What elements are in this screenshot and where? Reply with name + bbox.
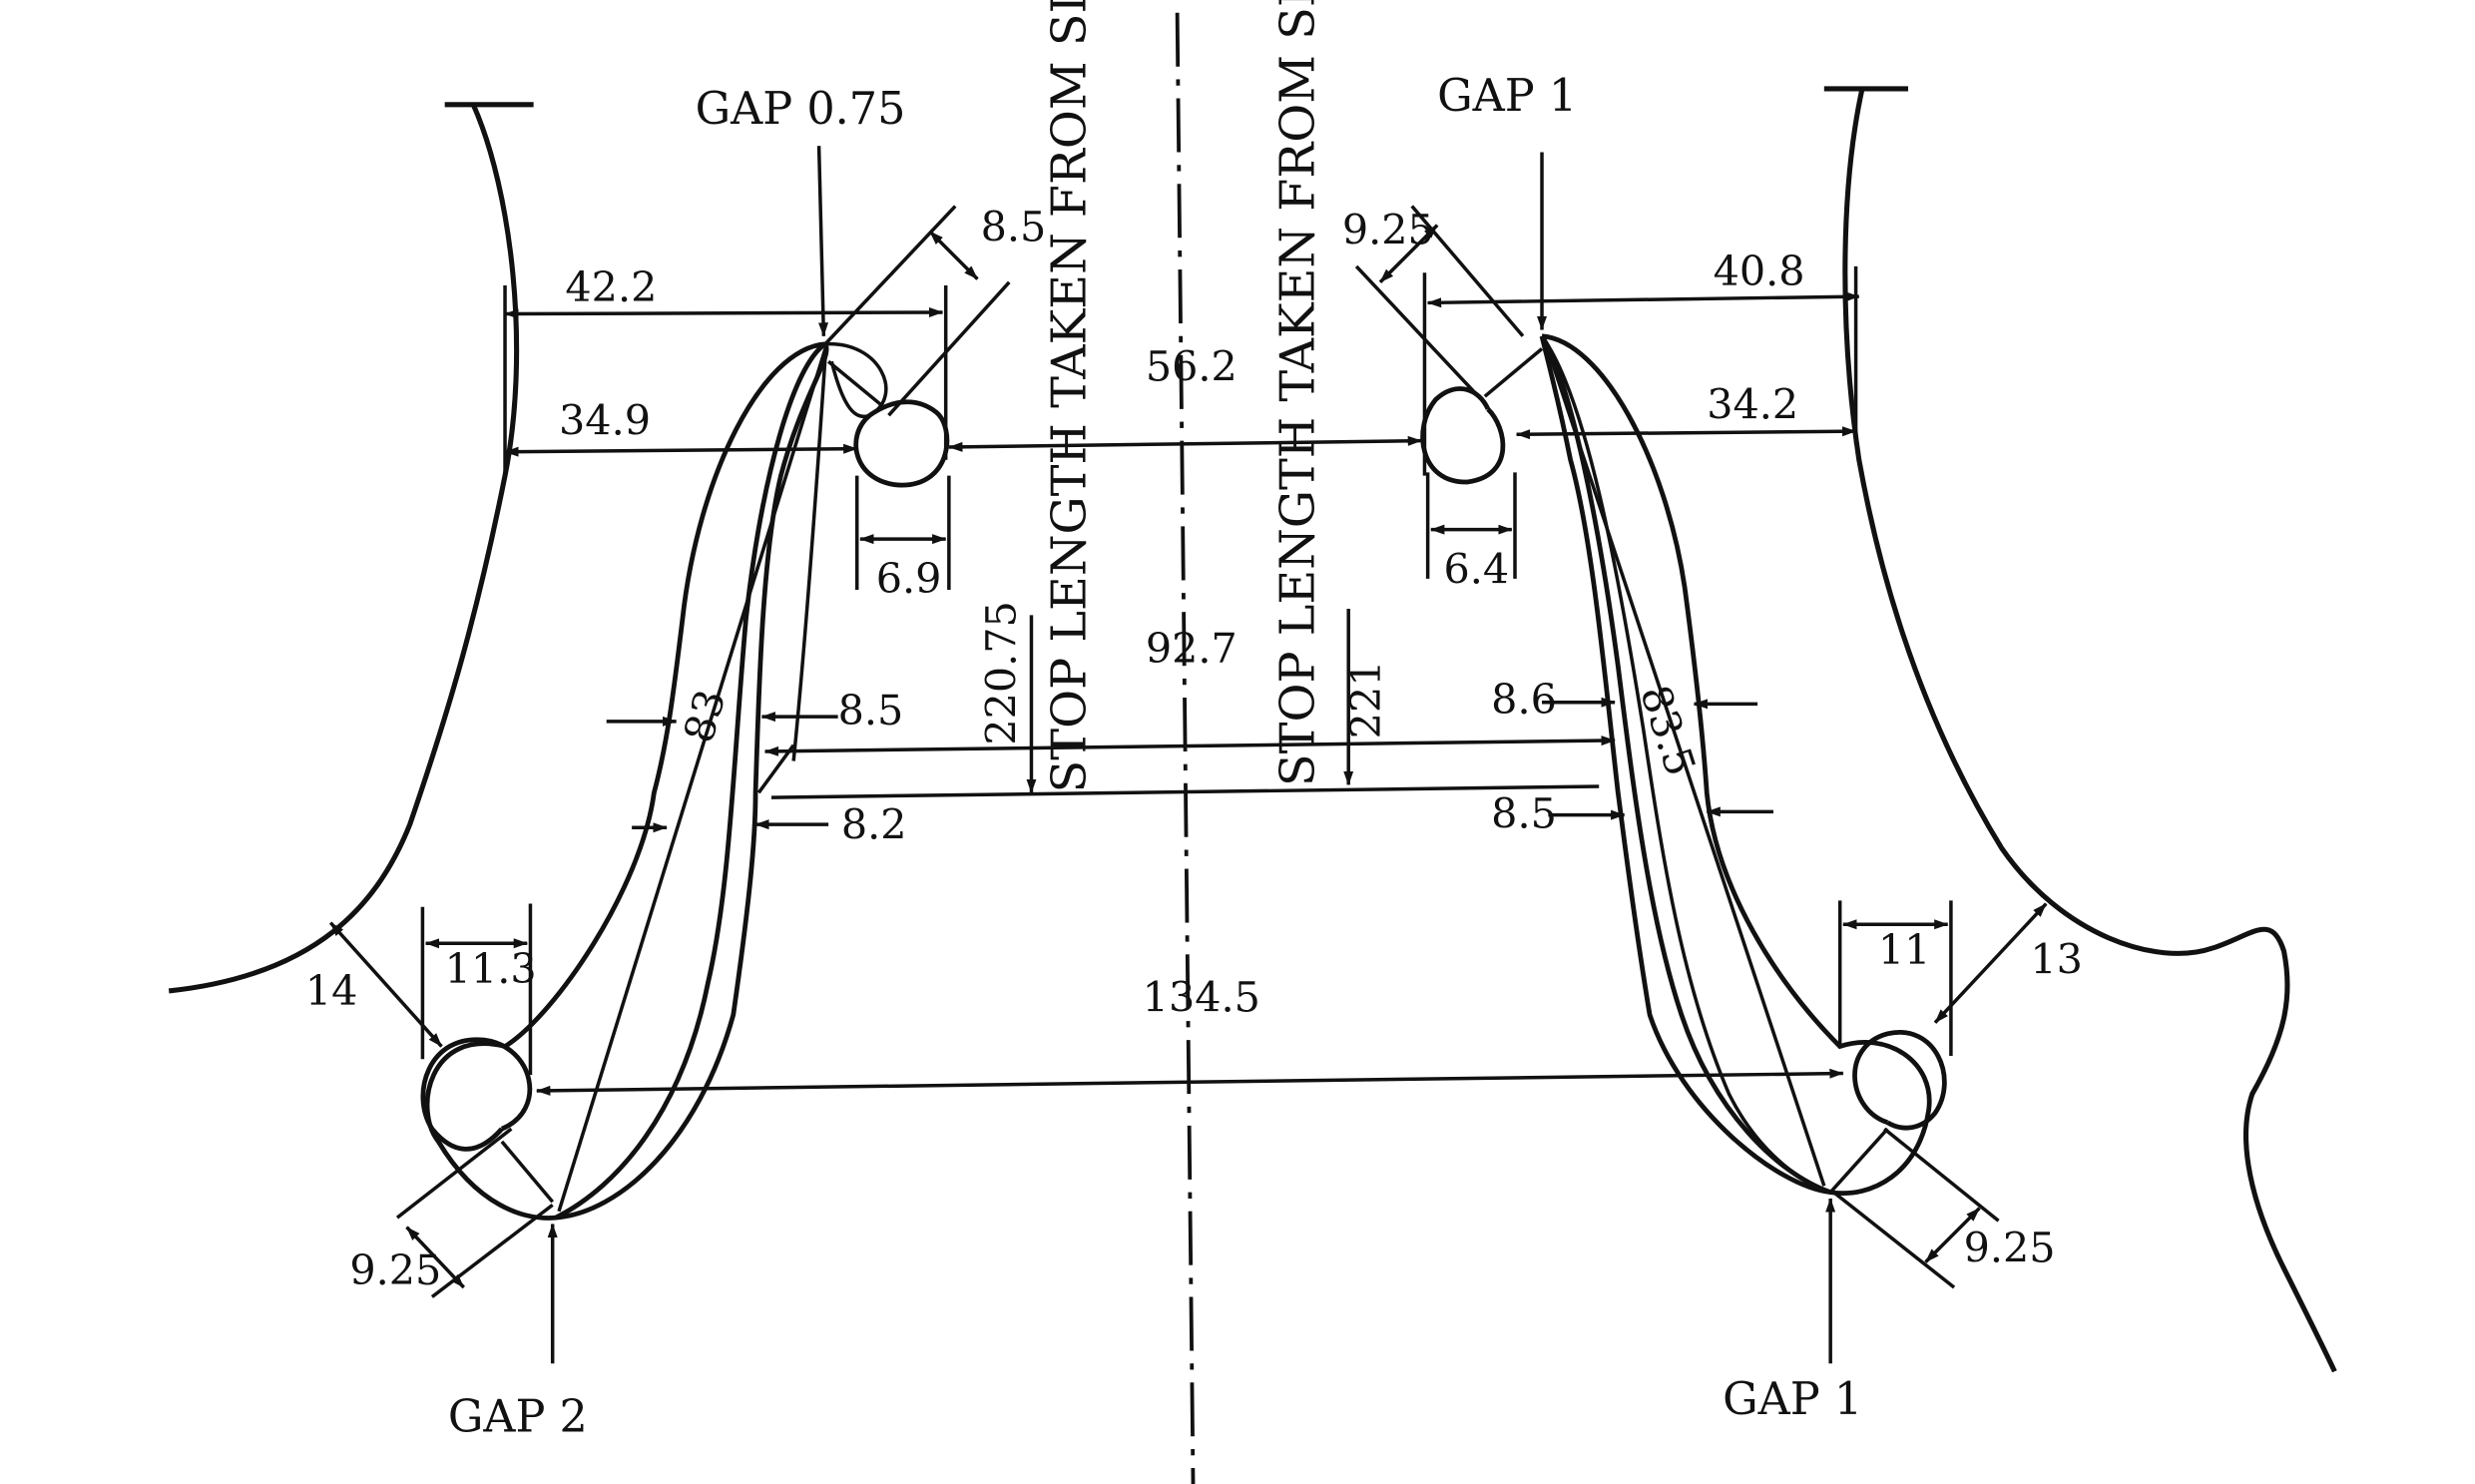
dim-9-25-top-right: 9.25 (1342, 207, 1434, 254)
right-body-outline (1823, 86, 2337, 1373)
dim-83-5: 83.5 (1631, 680, 1705, 781)
pointer-arrows (547, 146, 1836, 1364)
gap-label-top-right: GAP 1 (1437, 71, 1577, 122)
dim-8-6: 8.6 (1491, 676, 1557, 724)
dim-11-3: 11.3 (445, 945, 537, 993)
centre-dim-56-2: 56.2 (1146, 342, 1238, 390)
dim-83: 83 (675, 685, 736, 748)
labels: GAP 0.75 GAP 2 GAP 1 GAP 1 42.2 34.9 8.5… (305, 0, 2083, 1443)
dim-40-8: 40.8 (1714, 247, 1805, 295)
stop-length-note-left: STOP LENGTH TAKEN FROM SIDE OF NECK (1042, 0, 1097, 792)
dim-8-2: 8.2 (841, 800, 907, 848)
dim-6-9: 6.9 (876, 555, 942, 603)
gap-label-bottom-right: GAP 1 (1723, 1374, 1862, 1425)
dim-14: 14 (305, 967, 358, 1015)
centre-dim-92-7: 92.7 (1146, 625, 1238, 673)
gap-label-top-left: GAP 0.75 (696, 84, 906, 135)
left-body-outline (168, 102, 534, 994)
dim-8-5-top: 8.5 (981, 203, 1047, 250)
centre-line (1175, 12, 1196, 1484)
dim-42-2: 42.2 (565, 263, 657, 311)
dim-9-25-bottom-right: 9.25 (1964, 1225, 2056, 1272)
dim-34-2: 34.2 (1707, 380, 1798, 428)
right-loop (1420, 333, 1947, 1196)
dim-8-5-right: 8.5 (1491, 789, 1557, 837)
dim-8-5-mid: 8.5 (838, 687, 904, 735)
gap-label-bottom-left: GAP 2 (448, 1392, 588, 1443)
dim-9-25-bottom-left: 9.25 (349, 1246, 441, 1294)
stop-length-note-right: STOP LENGTH TAKEN FROM SIDE OF NECK (1270, 0, 1325, 786)
dim-13: 13 (2030, 935, 2083, 983)
stop-value-right: 221 (1342, 660, 1390, 739)
dim-11: 11 (1878, 926, 1931, 974)
dim-6-4: 6.4 (1444, 546, 1510, 594)
dimension-lines (328, 205, 2048, 1298)
stop-value-left: 220.75 (978, 601, 1026, 745)
dim-34-9: 34.9 (559, 396, 651, 444)
centre-dim-134-5: 134.5 (1143, 974, 1260, 1022)
